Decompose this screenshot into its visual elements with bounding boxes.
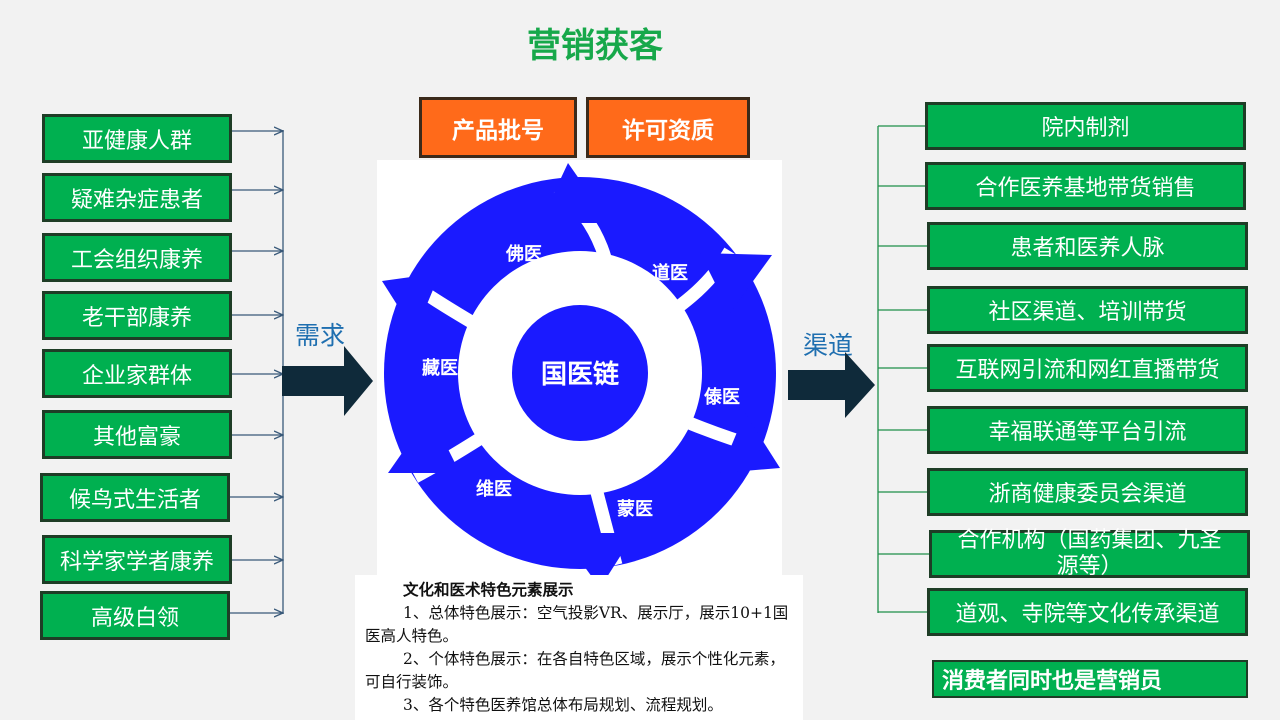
channel-partner-bases: 合作医养基地带货销售 xyxy=(925,162,1246,210)
demand-group-migratory: 候鸟式生活者 xyxy=(40,473,230,522)
wheel-segment-wei: 维医 xyxy=(476,478,512,500)
wheel-segment-zang: 藏医 xyxy=(422,358,458,379)
wheel-segment-dao: 道医 xyxy=(652,262,688,284)
culture-panel-line: 2、个体特色展示：在各自特色区域，展示个性化元素，可自行装饰。 xyxy=(365,650,785,691)
channel-arrow xyxy=(788,352,875,418)
wheel-segment-dai: 傣医 xyxy=(704,386,740,408)
demand-group-retired-cadres: 老干部康养 xyxy=(42,291,232,340)
demand-group-subhealth: 亚健康人群 xyxy=(42,114,232,163)
channel-community: 社区渠道、培训带货 xyxy=(927,286,1248,334)
page-title: 营销获客 xyxy=(527,26,663,66)
channel-partner-institutions: 合作机构（国药集团、九圣源等） xyxy=(929,528,1250,579)
channel-label: 渠道 xyxy=(803,331,854,360)
left-bracket xyxy=(230,130,283,614)
channel-internet-live: 互联网引流和网红直播带货 xyxy=(927,344,1248,392)
demand-group-white-collar: 高级白领 xyxy=(40,591,230,640)
culture-panel-line: 1、总体特色展示：空气投影VR、展示厅，展示10+1国医高人特色。 xyxy=(365,604,789,645)
right-bracket xyxy=(877,125,929,613)
demand-arrow xyxy=(282,346,373,416)
license-qualification-tag: 许可资质 xyxy=(586,97,750,158)
tcm-wheel xyxy=(382,163,780,588)
product-approval-tag: 产品批号 xyxy=(419,97,577,158)
demand-label: 需求 xyxy=(295,321,346,350)
wheel-segment-fo: 佛医 xyxy=(505,243,542,265)
wheel-center-label: 国医链 xyxy=(541,359,619,390)
culture-panel-line: 3、各个特色医养馆总体布局规划、流程规划。 xyxy=(403,696,723,714)
wheel-segment-meng: 蒙医 xyxy=(617,499,653,520)
demand-group-entrepreneurs: 企业家群体 xyxy=(42,349,232,398)
demand-group-wealthy: 其他富豪 xyxy=(42,410,232,459)
culture-panel-heading: 文化和医术特色元素展示 xyxy=(403,581,574,599)
culture-panel: 文化和医术特色元素展示 1、总体特色展示：空气投影VR、展示厅，展示10+1国医… xyxy=(355,575,803,720)
channel-zhejiang-health: 浙商健康委员会渠道 xyxy=(927,468,1248,516)
demand-group-scientists: 科学家学者康养 xyxy=(42,535,232,584)
consumer-marketer-note: 消费者同时也是营销员 xyxy=(932,660,1248,698)
channel-platform: 幸福联通等平台引流 xyxy=(927,406,1248,454)
demand-group-union: 工会组织康养 xyxy=(42,233,232,282)
channel-patient-network: 患者和医养人脉 xyxy=(927,222,1248,270)
channel-hospital-preparation: 院内制剂 xyxy=(925,102,1246,150)
channel-cultural-heritage: 道观、寺院等文化传承渠道 xyxy=(927,588,1248,636)
demand-group-difficult-patients: 疑难杂症患者 xyxy=(42,173,232,222)
